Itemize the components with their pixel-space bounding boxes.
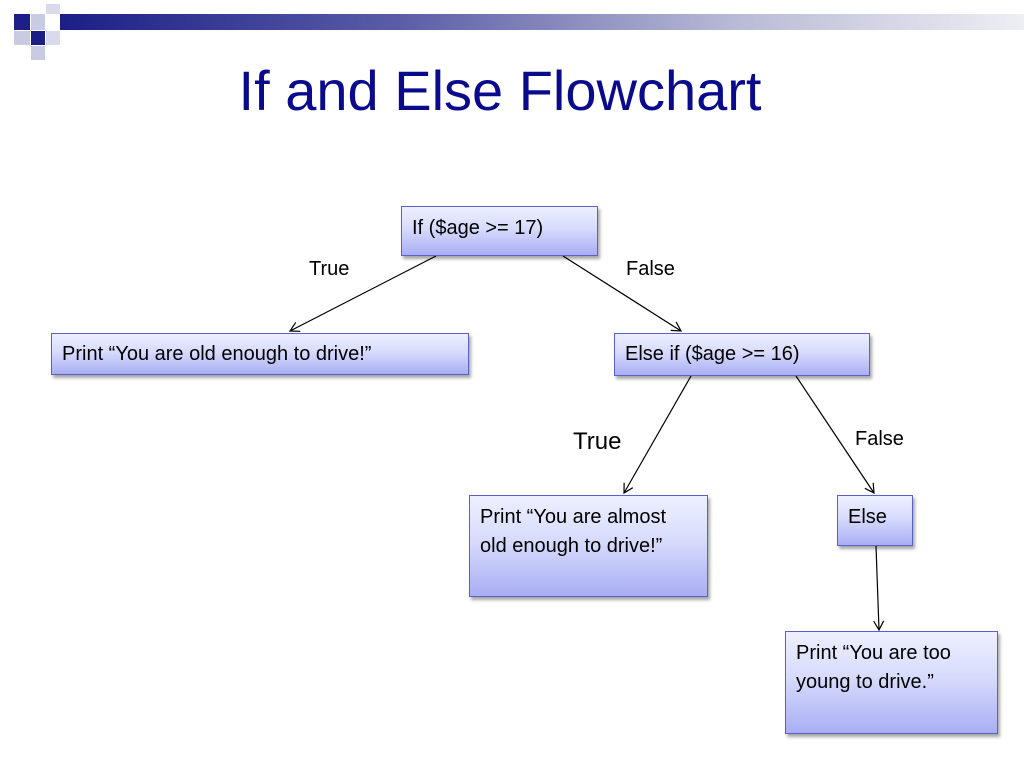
- decorative-square: [31, 31, 45, 45]
- edge-label-if-true: True: [309, 258, 350, 280]
- node-print-almost-old: Print “You are almost old enough to driv…: [469, 495, 708, 597]
- edge-label-elseif-true: True: [573, 428, 622, 455]
- page-title: If and Else Flowchart: [238, 59, 762, 122]
- decorative-square: [14, 14, 30, 30]
- edge-else-to-print: [873, 545, 885, 632]
- decorative-square: [14, 31, 30, 45]
- edge-label-if-false: False: [626, 258, 675, 280]
- decorative-square: [46, 4, 60, 14]
- header-bar: [60, 14, 1024, 30]
- edge-if-false: [562, 255, 683, 332]
- edge-if-true: [288, 255, 437, 332]
- decorative-square: [31, 46, 45, 60]
- node-print-too-young: Print “You are too young to drive.”: [785, 631, 998, 734]
- decorative-square: [31, 14, 45, 30]
- node-print-old-enough: Print “You are old enough to drive!”: [51, 333, 469, 375]
- node-if-age-17: If ($age >= 17): [401, 206, 598, 256]
- edge-label-elseif-false: False: [855, 428, 904, 450]
- node-else-if-age-16: Else if ($age >= 16): [614, 333, 870, 376]
- node-else: Else: [837, 495, 913, 546]
- decorative-square: [46, 31, 60, 45]
- edge-elseif-false: [795, 375, 875, 495]
- edge-elseif-true: [623, 375, 692, 495]
